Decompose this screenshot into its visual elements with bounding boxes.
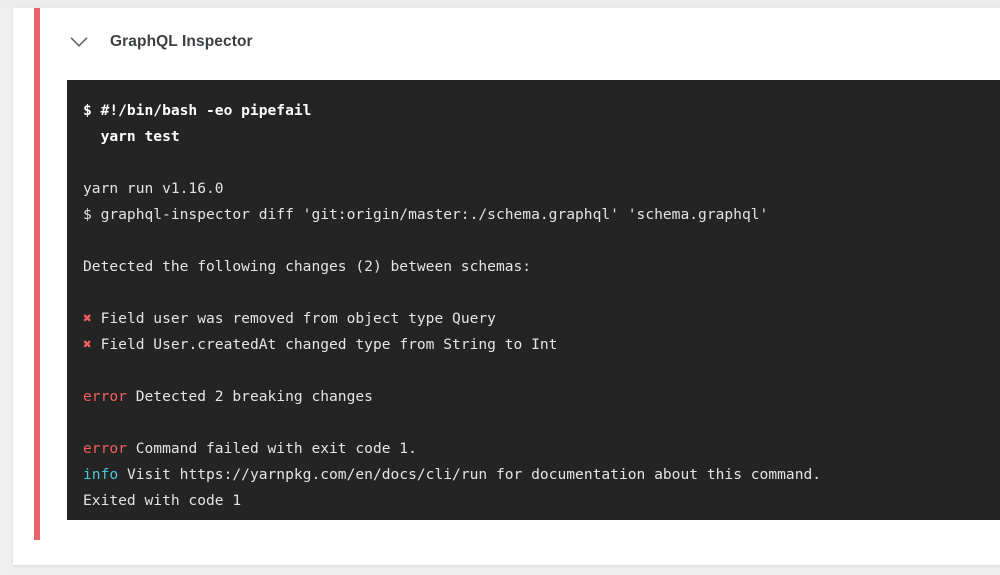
terminal-command-text: $ #!/bin/bash -eo pipefail bbox=[83, 102, 312, 119]
fail-mark-icon: ✖ bbox=[83, 310, 92, 327]
terminal-line-text: yarn run v1.16.0 bbox=[83, 180, 224, 197]
terminal-line: yarn test bbox=[83, 124, 1000, 150]
terminal-line bbox=[83, 280, 1000, 306]
terminal-line-text: Exited with code 1 bbox=[83, 492, 242, 509]
error-label: error bbox=[83, 440, 127, 457]
terminal-line-text: Visit https://yarnpkg.com/en/docs/cli/ru… bbox=[118, 466, 822, 483]
terminal-line-text: Detected the following changes (2) betwe… bbox=[83, 258, 532, 275]
terminal-line: yarn run v1.16.0 bbox=[83, 176, 1000, 202]
error-label: error bbox=[83, 388, 127, 405]
terminal-line: error Command failed with exit code 1. bbox=[83, 436, 1000, 462]
terminal-output[interactable]: $ #!/bin/bash -eo pipefail yarn test yar… bbox=[67, 80, 1000, 520]
terminal-line: Exited with code 1 bbox=[83, 488, 1000, 514]
info-label: info bbox=[83, 466, 119, 483]
card-header[interactable]: GraphQL Inspector bbox=[40, 8, 1000, 76]
terminal-line bbox=[83, 410, 1000, 436]
chevron-down-icon[interactable] bbox=[66, 29, 92, 55]
terminal-line bbox=[83, 358, 1000, 384]
terminal-command-text: yarn test bbox=[83, 128, 180, 145]
terminal-line bbox=[83, 150, 1000, 176]
terminal-lines: $ #!/bin/bash -eo pipefail yarn test yar… bbox=[83, 98, 1000, 514]
page-title: GraphQL Inspector bbox=[110, 33, 253, 50]
terminal-line: ✖ Field user was removed from object typ… bbox=[83, 306, 1000, 332]
status-accent-bar bbox=[34, 8, 40, 540]
terminal-line-text: Field user was removed from object type … bbox=[91, 310, 496, 327]
terminal-line: Detected the following changes (2) betwe… bbox=[83, 254, 1000, 280]
terminal-line: ✖ Field User.createdAt changed type from… bbox=[83, 332, 1000, 358]
terminal-line bbox=[83, 228, 1000, 254]
terminal-line: $ graphql-inspector diff 'git:origin/mas… bbox=[83, 202, 1000, 228]
terminal-line-text: Field User.createdAt changed type from S… bbox=[91, 336, 558, 353]
terminal-line-text: Command failed with exit code 1. bbox=[126, 440, 417, 457]
top-strip bbox=[0, 0, 1000, 8]
terminal-line-text: $ graphql-inspector diff 'git:origin/mas… bbox=[83, 206, 769, 223]
terminal-line-text: Detected 2 breaking changes bbox=[126, 388, 373, 405]
terminal-line: info Visit https://yarnpkg.com/en/docs/c… bbox=[83, 462, 1000, 488]
terminal-line: $ #!/bin/bash -eo pipefail bbox=[83, 98, 1000, 124]
fail-mark-icon: ✖ bbox=[83, 336, 92, 353]
terminal-line: error Detected 2 breaking changes bbox=[83, 384, 1000, 410]
log-card: GraphQL Inspector $ #!/bin/bash -eo pipe… bbox=[13, 8, 1000, 565]
